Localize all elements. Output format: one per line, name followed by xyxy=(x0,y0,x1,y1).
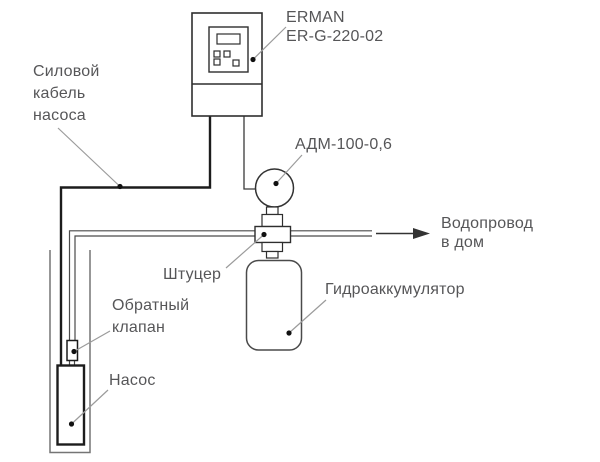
leader-accumulator xyxy=(288,299,327,334)
leader-pump xyxy=(71,389,109,425)
pressure-unit-gauge xyxy=(254,168,295,208)
controller-label: ERMAN ER-G-220-02 xyxy=(286,9,384,45)
tee-fitting xyxy=(254,225,292,244)
controller-display xyxy=(216,33,241,45)
well-casing xyxy=(49,250,91,454)
leader-pressure-unit xyxy=(275,154,303,184)
fitting-label: Штуцер xyxy=(163,266,222,283)
controller-button xyxy=(223,50,231,58)
gauge-stem-wide xyxy=(261,213,284,228)
dot-accumulator xyxy=(286,330,292,336)
tank-stem-wide xyxy=(261,241,284,253)
pump-label: Насос xyxy=(109,372,156,389)
check-valve-label: Обратный клапан xyxy=(112,297,190,336)
dot-check-valve xyxy=(71,348,77,355)
controller-box xyxy=(191,12,263,117)
pressure-unit-label: АДМ-100-0,6 xyxy=(295,136,393,153)
gauge-stem-narrow xyxy=(265,206,279,216)
power-cable-label: Силовой кабель насоса xyxy=(33,63,100,124)
dot-fitting xyxy=(261,231,267,238)
tank-stem-narrow xyxy=(265,250,279,259)
leader-controller xyxy=(252,26,287,60)
pump-body xyxy=(56,364,86,446)
leader-dots xyxy=(68,56,292,427)
accumulator-tank xyxy=(245,259,303,351)
dot-controller xyxy=(250,56,256,63)
leader-power-cable xyxy=(57,127,121,187)
dot-pressure-unit xyxy=(273,180,279,187)
water-pipe-left-outer xyxy=(68,230,256,341)
water-supply-label: Водопровод в дом xyxy=(441,215,534,251)
dot-power-cable xyxy=(117,183,123,190)
leader-lines xyxy=(57,26,327,425)
controller-button xyxy=(213,50,221,58)
leader-check-valve xyxy=(73,330,111,353)
accumulator-label: Гидроаккумулятор xyxy=(325,281,465,298)
controller-button xyxy=(213,58,221,66)
controller-button xyxy=(232,59,240,67)
power-cable-line xyxy=(59,116,212,366)
dot-pump xyxy=(68,421,75,427)
leader-fitting xyxy=(225,234,265,269)
water-pipe-left-inner xyxy=(74,235,256,341)
sensor-wire xyxy=(243,116,256,190)
flow-arrow-icon xyxy=(376,228,430,239)
